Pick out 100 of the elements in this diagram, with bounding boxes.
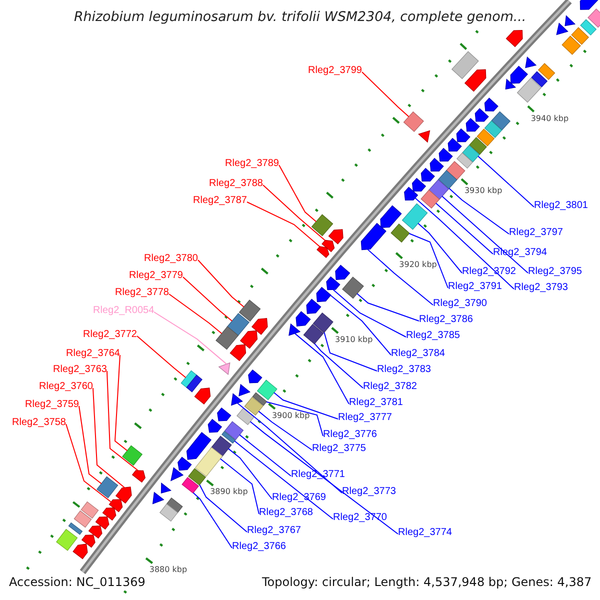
gene-label: Rleg2_R0054	[93, 305, 154, 317]
gene-label: Rleg2_3801	[534, 200, 588, 212]
gene-block	[194, 388, 211, 405]
gene-label: Rleg2_3758	[12, 417, 66, 429]
gene-box	[236, 408, 255, 426]
gene-label: Rleg2_3768	[259, 507, 313, 519]
gene-box	[74, 510, 92, 528]
gene-label: Rleg2_3759	[25, 399, 79, 411]
gene-box	[226, 312, 250, 337]
gene-block	[328, 229, 344, 244]
accession-text: Accession: NC_011369	[9, 575, 146, 589]
gene-block	[418, 130, 430, 143]
leader-line	[314, 343, 364, 388]
gene-label: Rleg2_3788	[209, 178, 263, 190]
leader-line	[168, 294, 222, 334]
gene-block	[231, 393, 243, 406]
leader-line	[414, 198, 514, 290]
gene-label: Rleg2_3777	[338, 412, 392, 424]
leader-line	[154, 312, 228, 365]
tick-label: 3880 kbp	[149, 565, 188, 576]
leader-line	[478, 156, 534, 208]
gene-box	[252, 392, 268, 406]
leader-line	[408, 233, 448, 288]
gene-label: Rleg2_3797	[509, 227, 563, 239]
gene-label: Rleg2_3783	[377, 364, 431, 376]
gene-block	[72, 544, 88, 560]
gene-label: Rleg2_3791	[448, 281, 502, 293]
gene-box	[456, 152, 474, 169]
gene-block	[360, 222, 386, 250]
gene-box	[244, 396, 264, 416]
leader-line	[114, 354, 128, 452]
gene-block	[218, 362, 230, 375]
gene-label: Rleg2_3782	[363, 381, 417, 393]
gene-box	[194, 446, 223, 477]
gene-block	[160, 482, 172, 494]
gene-block	[306, 298, 322, 314]
leader-line	[448, 188, 510, 234]
leader-line	[228, 448, 272, 500]
leader-line	[294, 332, 350, 404]
gene-block	[466, 118, 480, 132]
gene-block	[456, 128, 470, 142]
gene-box	[56, 528, 78, 551]
gene-box	[166, 497, 183, 514]
leader-line	[66, 424, 112, 503]
leader-line	[435, 202, 494, 254]
gene-block	[464, 69, 486, 92]
gene-label: Rleg2_3790	[433, 298, 487, 310]
gene-label: Rleg2_3774	[398, 527, 452, 539]
gene-box	[390, 224, 410, 243]
gene-block	[510, 66, 528, 84]
gene-label: Rleg2_3776	[323, 429, 377, 441]
gene-label: Rleg2_3760	[39, 381, 93, 393]
gene-label: Rleg2_3775	[312, 443, 366, 455]
gene-box	[428, 179, 450, 200]
gene-block	[316, 246, 330, 258]
gene-label: Rleg2_3789	[225, 158, 279, 170]
leader-line	[198, 260, 244, 308]
leader-line	[236, 402, 342, 494]
leader-line	[262, 184, 326, 241]
gene-block	[420, 168, 435, 182]
gene-box	[469, 137, 488, 155]
gene-block	[152, 492, 164, 504]
gene-box	[122, 445, 143, 466]
gene-block	[170, 467, 184, 482]
leader-line	[362, 72, 410, 118]
gene-block	[438, 148, 453, 162]
leader-line	[332, 289, 406, 338]
gene-block	[102, 508, 116, 521]
gene-label: Rleg2_3778	[115, 287, 169, 299]
gene-block	[322, 240, 335, 252]
gene-box	[588, 8, 600, 28]
gene-block	[316, 286, 332, 302]
gene-box	[531, 71, 548, 88]
gene-block	[430, 158, 444, 172]
gene-box	[216, 326, 239, 350]
gene-block	[81, 534, 96, 548]
gene-block	[335, 264, 350, 280]
gene-block	[412, 178, 426, 192]
tick-label: 3920 kbp	[399, 260, 437, 270]
gene-block	[115, 486, 132, 504]
tick-label: 3900 kbp	[272, 410, 310, 421]
gene-block	[208, 418, 222, 433]
gene-block	[186, 432, 212, 460]
gene-box	[256, 380, 278, 400]
gene-box	[188, 468, 206, 486]
gene-label: Rleg2_3763	[53, 364, 107, 376]
gene-block	[448, 138, 462, 152]
gene-box	[438, 170, 458, 190]
gene-box	[562, 36, 581, 55]
gene-label: Rleg2_3781	[349, 397, 403, 409]
leader-line	[136, 336, 186, 378]
gene-block	[217, 407, 232, 422]
gene-box	[403, 111, 424, 132]
gene-block	[251, 318, 268, 335]
gene-box	[516, 78, 542, 103]
gene-label: Rleg2_3767	[247, 525, 301, 537]
leader-line	[192, 492, 232, 548]
gene-block	[88, 526, 102, 539]
gene-label: Rleg2_3787	[193, 195, 247, 207]
leader-line	[234, 440, 334, 520]
